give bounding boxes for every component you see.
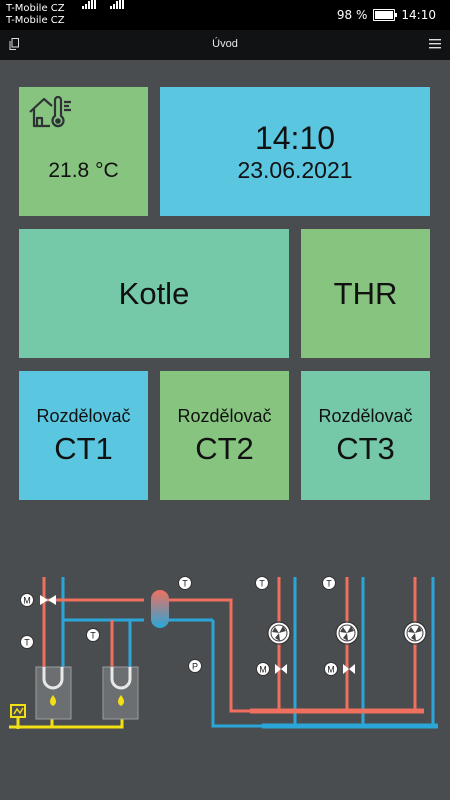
thermometer-separator: T — [178, 576, 192, 590]
thermometer-badge-label: T — [326, 579, 332, 589]
carrier-name: T-Mobile CZ — [6, 3, 65, 14]
gas-line — [9, 717, 124, 729]
thermometer-ct1: T — [255, 576, 269, 590]
ct2-tile[interactable]: Rozdělovač CT2 — [160, 371, 289, 500]
boiler-2 — [102, 666, 139, 720]
valve-badge-label: M — [259, 665, 267, 675]
valve-badge-label: M — [327, 665, 335, 675]
ct3-label: Rozdělovač — [318, 405, 413, 426]
clock-date: 23.06.2021 — [237, 156, 353, 183]
temperature-tile[interactable]: 21.8 °C — [19, 87, 148, 216]
separator-tank — [151, 590, 169, 628]
hot-pipes — [42, 577, 424, 714]
ct1-code: CT1 — [54, 430, 113, 466]
cold-pipes — [61, 577, 438, 729]
pump-ct2 — [335, 621, 359, 645]
page-title: Úvod — [212, 38, 238, 50]
clock-time: 14:10 — [254, 119, 336, 156]
copy-icon[interactable] — [9, 38, 19, 50]
pump-ct3 — [403, 621, 427, 645]
house-thermometer-icon — [29, 95, 71, 128]
boiler-1 — [35, 666, 72, 720]
mixing-valve-boiler: M — [20, 593, 56, 607]
ct1-tile[interactable]: Rozdělovač CT1 — [19, 371, 148, 500]
ct2-code: CT2 — [195, 430, 254, 466]
kotle-tile[interactable]: Kotle — [19, 229, 289, 358]
app-bar: Úvod — [0, 30, 450, 60]
thermometer-badge-label: T — [182, 579, 188, 589]
thr-tile[interactable]: THR — [301, 229, 430, 358]
status-bar: T-Mobile CZ T-Mobile CZ 98 % 14:10 — [0, 0, 450, 30]
ct3-tile[interactable]: Rozdělovač CT3 — [301, 371, 430, 500]
thermometer-badge-label: T — [90, 631, 96, 641]
battery-icon — [373, 9, 398, 21]
temperature-value: 21.8 °C — [48, 159, 119, 182]
thermometer-boiler-2: T — [86, 628, 100, 642]
pump-ct1 — [267, 621, 291, 645]
pressure-sensor: P — [188, 659, 202, 673]
status-time: 14:10 — [401, 8, 436, 22]
thermometer-boiler-return: T — [20, 635, 34, 649]
valve-badge-label: M — [23, 596, 31, 606]
ct3-code: CT3 — [336, 430, 395, 466]
thermometer-badge-label: T — [259, 579, 265, 589]
ct2-label: Rozdělovač — [177, 405, 272, 426]
thr-label: THR — [333, 275, 398, 311]
battery-percent: 98 % — [336, 8, 368, 22]
kotle-label: Kotle — [118, 275, 190, 311]
ct1-label: Rozdělovač — [36, 405, 131, 426]
pressure-badge-label: P — [192, 662, 198, 672]
thermometer-badge-label: T — [24, 638, 30, 648]
mixing-valve-ct2: M — [324, 662, 355, 676]
clock-tile[interactable]: 14:10 23.06.2021 — [160, 87, 430, 216]
gas-meter-icon — [10, 704, 26, 718]
mixing-valve-ct1: M — [256, 662, 287, 676]
heating-schematic: M M M T T T T T P — [9, 576, 438, 729]
carrier-name: T-Mobile CZ — [6, 15, 65, 26]
thermometer-ct2: T — [322, 576, 336, 590]
menu-icon[interactable] — [429, 39, 441, 49]
